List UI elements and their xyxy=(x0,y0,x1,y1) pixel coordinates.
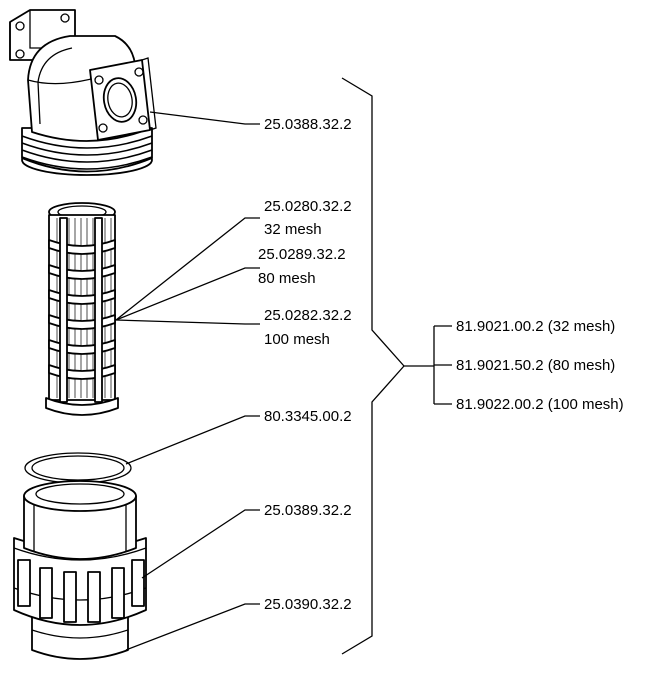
housing-top-illustration xyxy=(9,9,157,176)
mesh-label-32: 32 mesh xyxy=(264,221,322,238)
bowl-illustration xyxy=(13,480,147,660)
screen-cartridge-illustration xyxy=(45,202,119,416)
part-label-screen-80: 25.0289.32.2 xyxy=(258,246,346,263)
part-label-bowl: 25.0389.32.2 xyxy=(264,502,352,519)
part-label-o-ring: 80.3345.00.2 xyxy=(264,408,352,425)
mesh-label-100: 100 mesh xyxy=(264,331,330,348)
part-label-union-nut: 25.0390.32.2 xyxy=(264,596,352,613)
o-ring-illustration xyxy=(24,452,132,484)
part-label-screen-32: 25.0280.32.2 xyxy=(264,198,352,215)
assembly-label-32: 81.9021.00.2 (32 mesh) xyxy=(456,318,615,335)
mesh-label-80: 80 mesh xyxy=(258,270,316,287)
assembly-label-100: 81.9022.00.2 (100 mesh) xyxy=(456,396,624,413)
assembly-label-80: 81.9021.50.2 (80 mesh) xyxy=(456,357,615,374)
part-label-screen-100: 25.0282.32.2 xyxy=(264,307,352,324)
part-label-housing-top: 25.0388.32.2 xyxy=(264,116,352,133)
leader-lines xyxy=(115,77,452,655)
